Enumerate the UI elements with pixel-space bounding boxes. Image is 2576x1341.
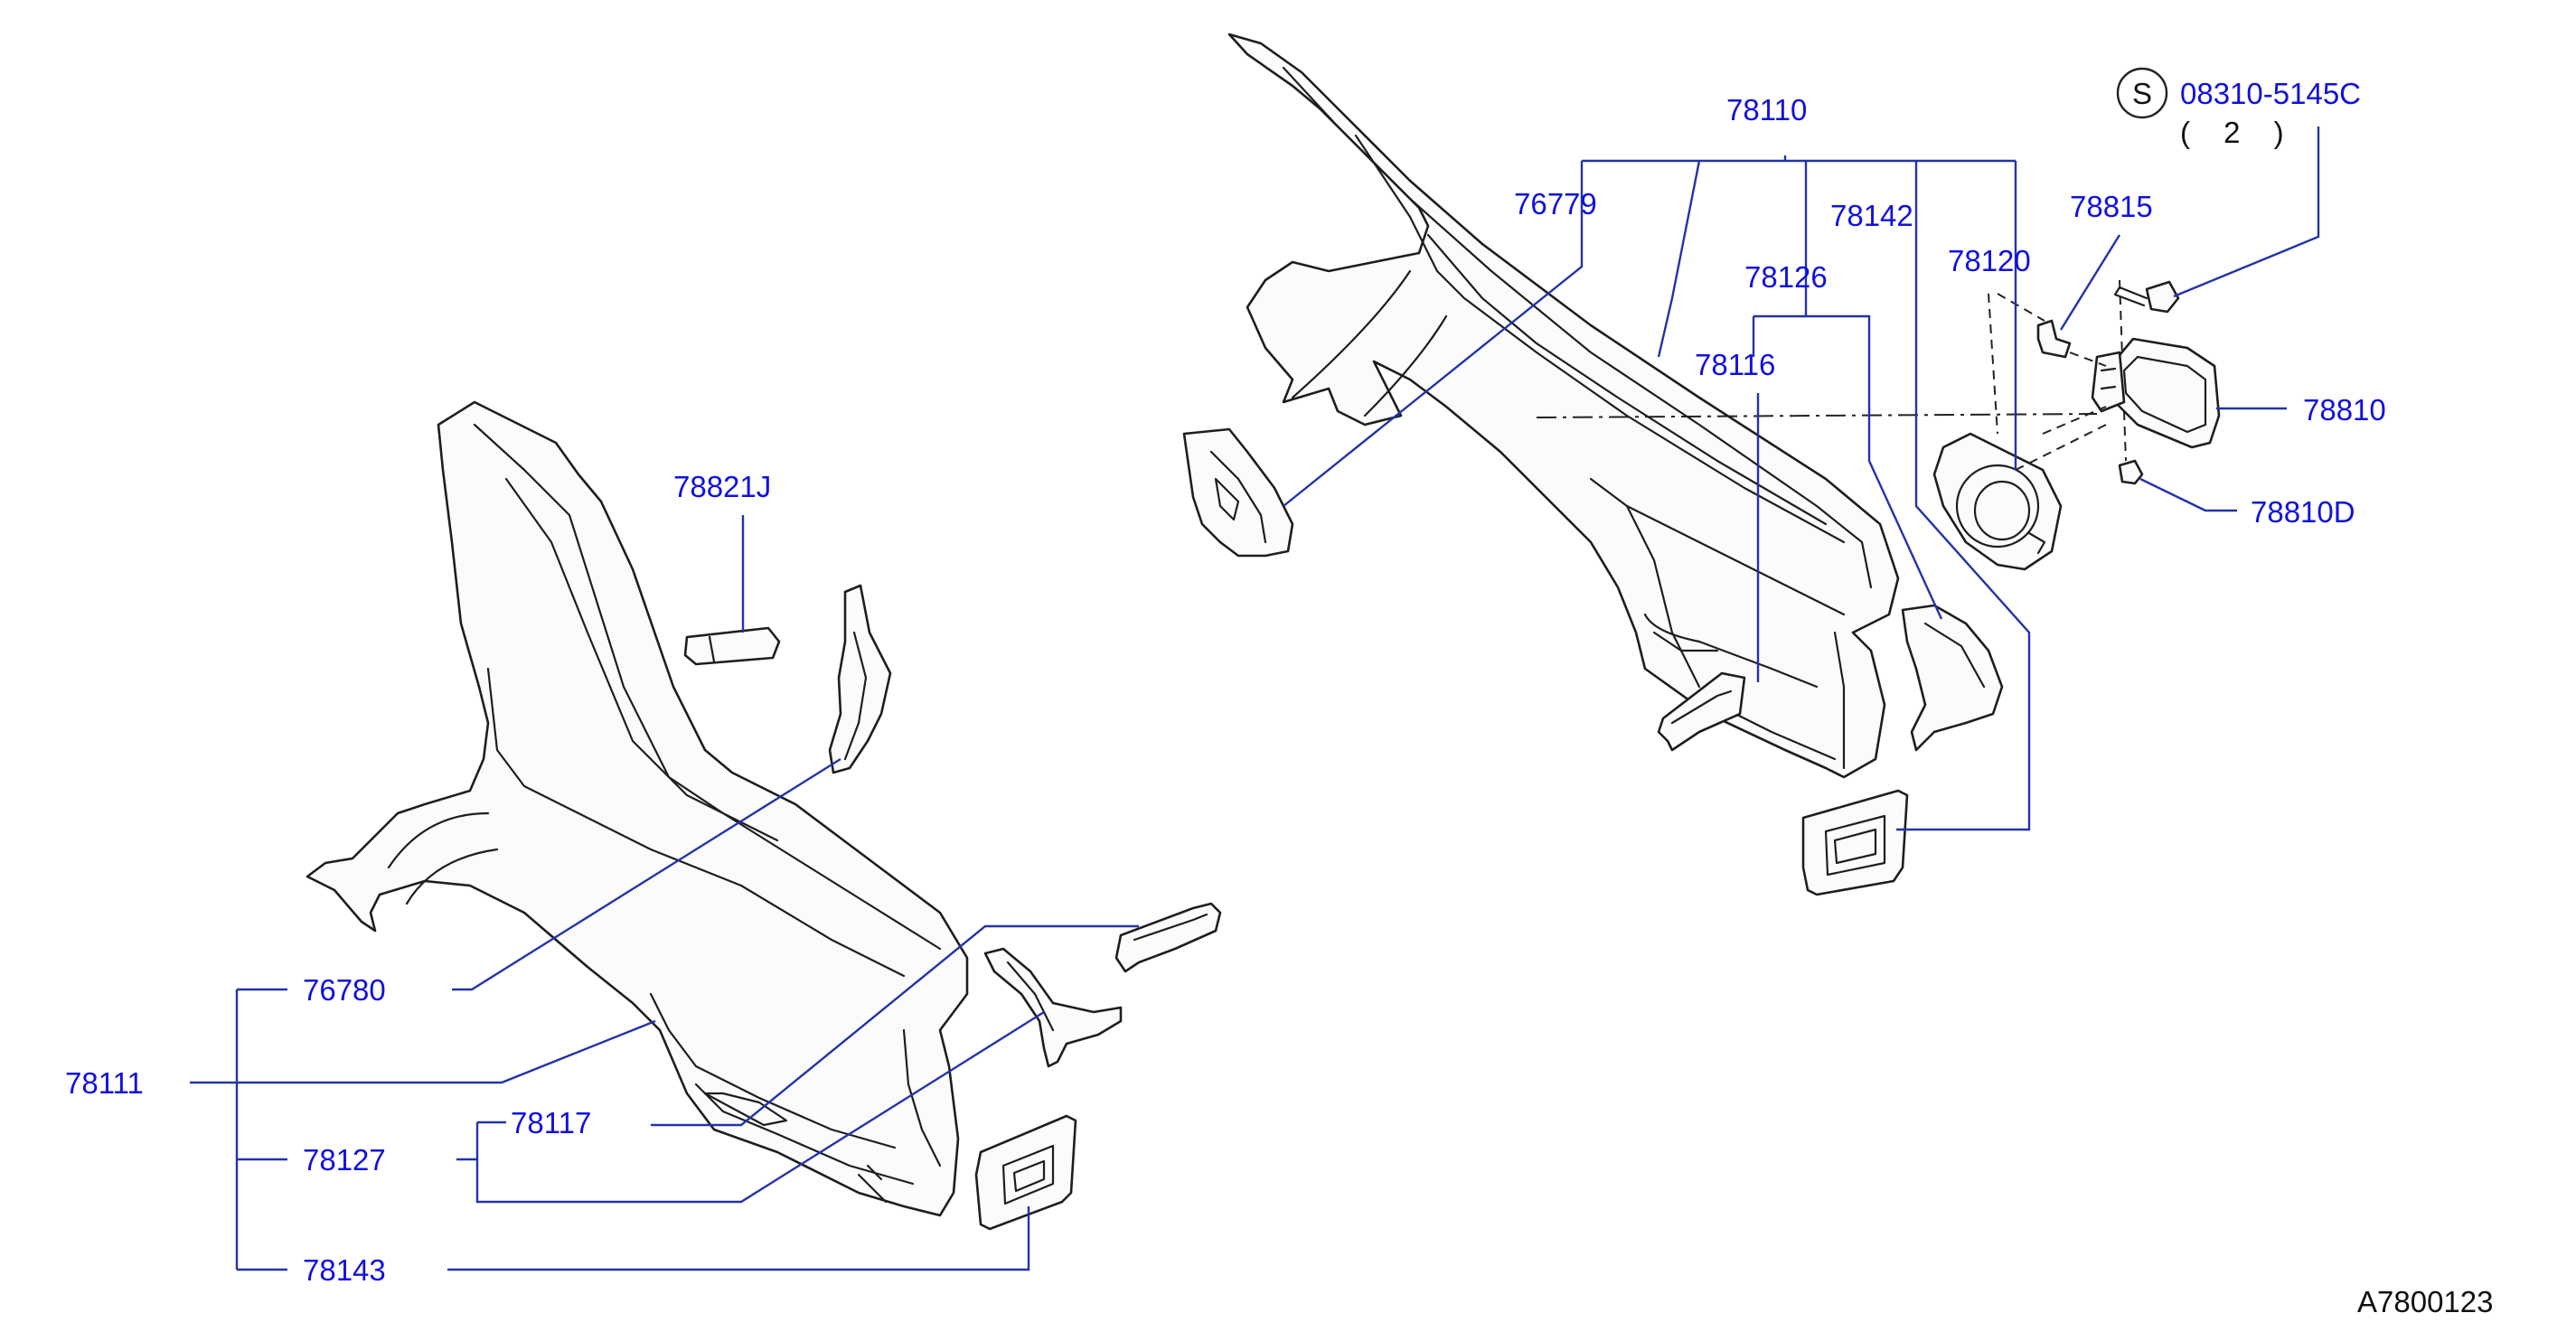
part-78810-fuel-lid xyxy=(2091,337,2221,449)
label-78117[interactable]: 78117 xyxy=(511,1106,591,1139)
phantom-lines-rh xyxy=(1536,279,2127,471)
label-78120[interactable]: 78120 xyxy=(1948,244,2031,277)
part-78821J-stopper xyxy=(683,626,781,666)
label-08310-5145C[interactable]: 08310-5145C xyxy=(2180,77,2361,110)
label-78815[interactable]: 78815 xyxy=(2070,190,2153,223)
label-78111[interactable]: 78111 xyxy=(65,1066,144,1100)
label-78810D[interactable]: 78810D xyxy=(2251,495,2355,529)
label-76779[interactable]: 76779 xyxy=(1514,187,1597,220)
label-78142[interactable]: 78142 xyxy=(1830,199,1913,232)
part-78142-plate xyxy=(1801,789,1909,896)
screw-symbol: S xyxy=(2132,77,2152,110)
part-78126-arch-piece xyxy=(1901,604,2004,752)
rh-rear-fender-panel xyxy=(1227,33,1900,779)
label-76780[interactable]: 76780 xyxy=(303,973,386,1007)
part-78116-bracket xyxy=(1657,671,1746,752)
label-78116[interactable]: 78116 xyxy=(1695,348,1775,381)
diagram-reference: A7800123 xyxy=(2357,1285,2493,1318)
screw-quantity: ( 2 ) xyxy=(2180,116,2297,149)
screw-08310-5145C xyxy=(2113,280,2180,314)
label-78143[interactable]: 78143 xyxy=(303,1253,386,1287)
part-labels: 78110 76779 78142 78815 78126 78120 7811… xyxy=(65,67,2493,1318)
part-78143-plate xyxy=(974,1114,1077,1231)
label-78127[interactable]: 78127 xyxy=(303,1143,386,1177)
leader-lines xyxy=(190,127,2320,1271)
label-78821J[interactable]: 78821J xyxy=(673,470,771,503)
label-78110[interactable]: 78110 xyxy=(1726,93,1807,127)
part-78117-arch-piece xyxy=(983,947,1123,1068)
lh-rear-fender-panel xyxy=(306,400,969,1217)
label-78126[interactable]: 78126 xyxy=(1744,260,1828,294)
label-78810[interactable]: 78810 xyxy=(2303,393,2386,427)
part-76779-bracket xyxy=(1182,427,1294,558)
part-78120-filler-base xyxy=(1932,432,2063,571)
part-78815-clip xyxy=(2036,319,2072,359)
part-76780-bracket xyxy=(828,584,892,774)
screw-symbol-circle xyxy=(2116,67,2168,119)
part-78810D-bumper xyxy=(2118,459,2144,485)
part-78127-bracket xyxy=(1114,902,1222,973)
